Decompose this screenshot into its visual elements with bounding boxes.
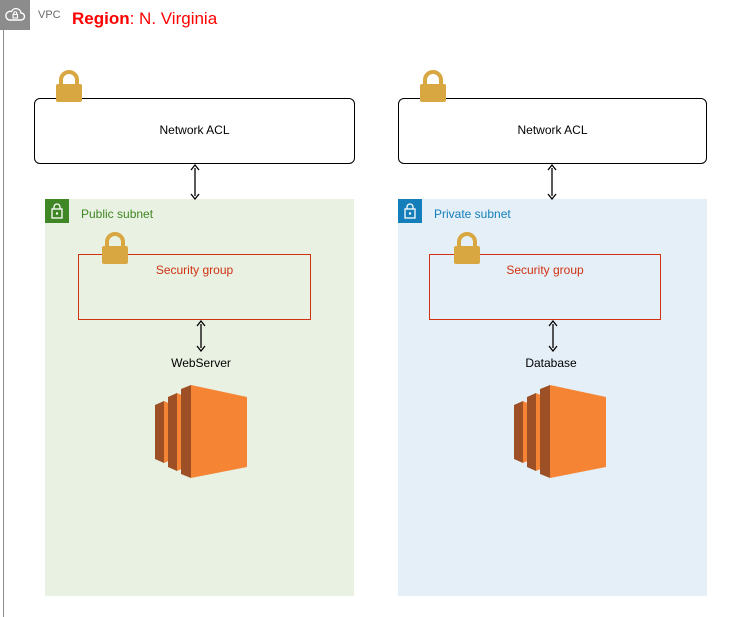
public-sg-arrow <box>196 320 206 352</box>
public-security-group-label: Security group <box>155 263 234 277</box>
public-network-acl-label: Network ACL <box>159 123 230 137</box>
vpc-label: VPC <box>38 9 61 21</box>
private-security-group-label: Security group <box>506 263 584 277</box>
public-sg-lock-icon <box>102 232 128 264</box>
database-ec2-icon <box>514 385 606 478</box>
vpc-cloud-icon <box>0 0 30 30</box>
public-acl-lock-icon <box>56 70 82 102</box>
webserver-ec2-icon <box>155 385 247 478</box>
public-security-group: Security group <box>78 254 311 320</box>
private-sg-arrow <box>548 320 558 352</box>
region-key: Region <box>72 9 130 28</box>
private-network-acl-label: Network ACL <box>517 123 588 137</box>
private-security-group: Security group <box>429 254 661 320</box>
private-network-acl: Network ACL <box>398 98 707 164</box>
public-subnet-title: Public subnet <box>81 207 154 221</box>
public-subnet-lock-icon <box>45 199 69 223</box>
public-acl-arrow <box>190 164 200 200</box>
database-label: Database <box>525 356 577 370</box>
private-sg-lock-icon <box>454 232 480 264</box>
webserver-label: WebServer <box>171 356 231 370</box>
vpc-group-border <box>3 24 4 617</box>
private-subnet-title: Private subnet <box>434 207 511 221</box>
region-value: : N. Virginia <box>129 9 218 28</box>
region-label: Region: N. Virginia <box>72 9 217 29</box>
private-acl-lock-icon <box>420 70 446 102</box>
private-subnet-lock-icon <box>398 199 422 223</box>
public-network-acl: Network ACL <box>34 98 355 164</box>
private-acl-arrow <box>547 164 557 200</box>
